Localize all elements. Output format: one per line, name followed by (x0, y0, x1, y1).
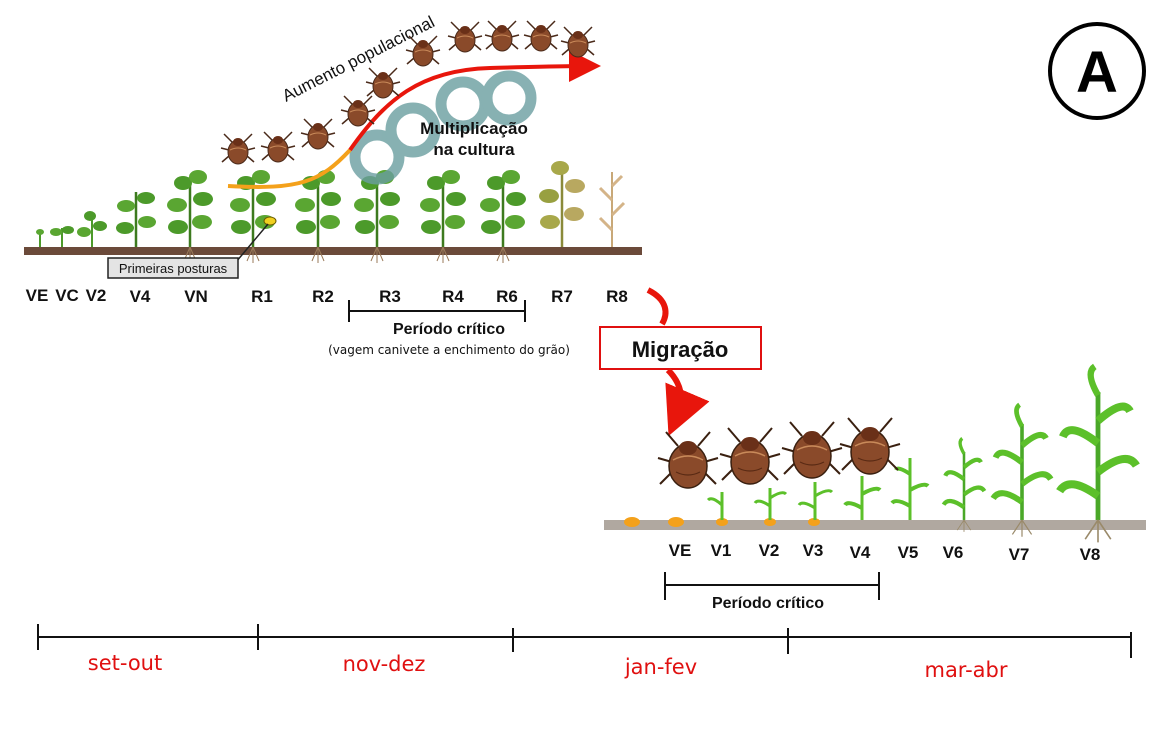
soy-section: Primeiras posturas Aumento populacional … (24, 12, 642, 357)
soy-soil (24, 247, 642, 255)
migration-label: Migração (632, 337, 729, 362)
corn-plant-v6 (944, 438, 985, 532)
soy-stage-label: R6 (496, 287, 518, 306)
migration-box (599, 326, 762, 370)
migration-arrow-top (646, 287, 669, 326)
timeline-period: mar-abr (924, 658, 1007, 682)
population-curve-orange (227, 148, 352, 189)
stink-bug-icon (719, 427, 781, 485)
corn-stage-label: V3 (803, 541, 824, 560)
stink-bug-icon (560, 26, 596, 58)
timeline-period: nov-dez (343, 652, 426, 676)
stink-bug-icon (220, 133, 256, 165)
corn-stage-label: V7 (1009, 545, 1030, 564)
soy-plant-vc (50, 226, 74, 247)
first-eggs-label: Primeiras posturas (119, 261, 228, 276)
corn-critical-bracket (664, 572, 880, 600)
population-curve-arrow (348, 50, 601, 152)
stink-bug-icon (484, 20, 520, 52)
corn-critical-label: Período crítico (712, 595, 824, 612)
corn-stage-labels: VE V1 V2 V3 V4 V5 V6 V7 V8 (669, 541, 1101, 564)
stink-bug-icon (523, 20, 559, 52)
timeline-period: set-out (88, 651, 162, 675)
soy-stage-label: VE (26, 286, 49, 305)
corn-stage-label: V6 (943, 543, 964, 562)
panel-badge: A (1048, 22, 1146, 120)
soy-critical-bracket (348, 300, 526, 322)
stink-bug-icon (300, 118, 336, 150)
panel-label: A (1076, 40, 1118, 105)
corn-plant-v7 (993, 405, 1051, 537)
stink-bug-icon (260, 131, 296, 163)
corn-section: VE V1 V2 V3 V4 V5 V6 V7 V8 Período críti… (604, 366, 1146, 612)
corn-stage-label: VE (669, 541, 692, 560)
corn-soil (604, 520, 1146, 530)
multiplication-label-2: na cultura (433, 140, 515, 159)
soy-critical-note: (vagem canivete a enchimento do grão) (328, 343, 570, 357)
corn-plant-v1 (706, 492, 724, 520)
migration-arrow-bottom (665, 367, 710, 437)
soy-stage-label: R8 (606, 287, 628, 306)
migration-group: Migração (599, 287, 762, 437)
soy-stage-label: R3 (379, 287, 401, 306)
multiplication-label-1: Multiplicação (420, 119, 528, 138)
stink-bug-icon (657, 431, 719, 489)
soy-stage-label: VN (184, 287, 208, 306)
soy-stage-label: R2 (312, 287, 334, 306)
timeline: set-out nov-dez jan-fev mar-abr (37, 624, 1132, 682)
corn-stage-label: V5 (898, 543, 919, 562)
soy-plant-r8 (598, 172, 626, 247)
corn-stage-label: V1 (711, 541, 732, 560)
soy-stage-labels: VE VC V2 V4 VN R1 R2 R3 R4 R6 R7 R8 (26, 286, 628, 306)
egg-mass-icon (263, 216, 277, 226)
stink-bug-icon (447, 21, 483, 53)
multiplication-cycle-icon (349, 70, 537, 185)
soy-stage-label: V4 (130, 287, 151, 306)
corn-stink-bug-group (657, 417, 901, 489)
first-eggs-box (107, 257, 239, 279)
soy-stage-label: VC (55, 286, 79, 305)
corn-stage-label: V4 (850, 543, 871, 562)
soy-critical-label: Período crítico (393, 321, 505, 338)
corn-plant-v4 (843, 476, 882, 520)
stink-bug-icon (781, 421, 843, 479)
soy-stage-label: R4 (442, 287, 464, 306)
corn-plant-v2 (753, 488, 788, 520)
stink-bug-icon (839, 417, 901, 475)
corn-plant-v8 (1060, 366, 1137, 542)
soy-plant-ve (36, 229, 44, 247)
corn-stage-label: V2 (759, 541, 780, 560)
soy-stage-label: V2 (86, 286, 107, 305)
corn-plant-v5 (890, 458, 930, 520)
soy-plant-v4 (116, 192, 156, 247)
timeline-period: jan-fev (624, 655, 697, 679)
corn-stage-label: V8 (1080, 545, 1101, 564)
corn-plant-v3 (797, 482, 834, 520)
soy-plant-r7 (539, 161, 585, 247)
soy-stage-label: R7 (551, 287, 573, 306)
soy-plant-v2 (77, 211, 107, 247)
stink-bug-icon (365, 67, 401, 99)
soy-stage-label: R1 (251, 287, 273, 306)
